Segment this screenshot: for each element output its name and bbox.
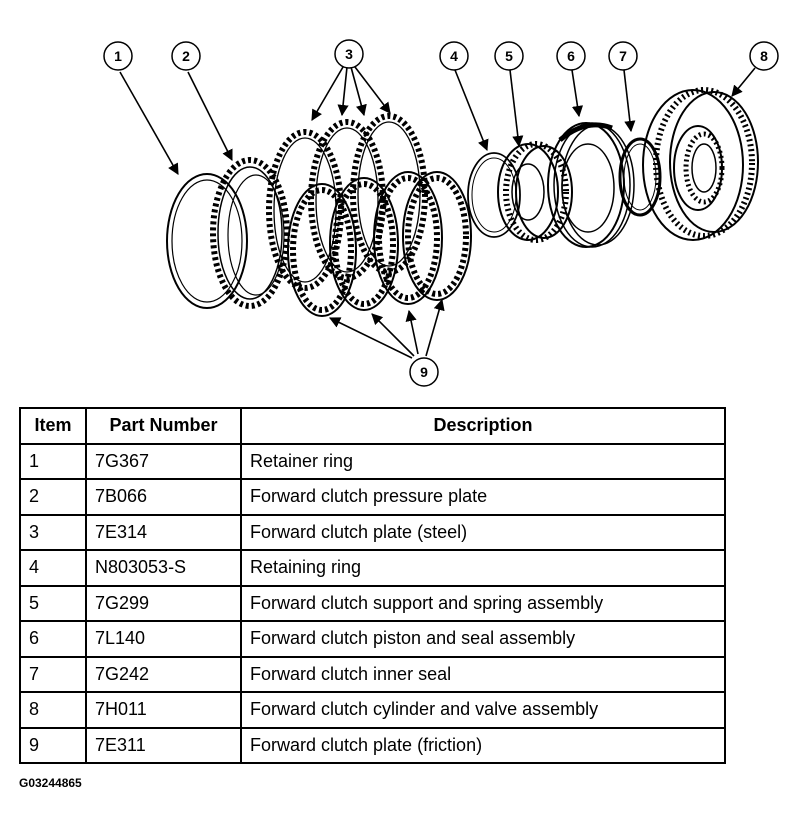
callout-6: 6 — [556, 41, 586, 71]
callout-2: 2 — [171, 41, 201, 71]
table-row: 2 7B066 Forward clutch pressure plate — [19, 478, 726, 516]
cell-description: Retainer ring — [240, 442, 726, 480]
table-row: 6 7L140 Forward clutch piston and seal a… — [19, 620, 726, 658]
cell-part-number: N803053-S — [85, 549, 242, 587]
cell-part-number: 7H011 — [85, 691, 242, 729]
header-part-number: Part Number — [85, 407, 242, 445]
cell-part-number: 7L140 — [85, 620, 242, 658]
callout-5: 5 — [494, 41, 524, 71]
callout-4: 4 — [439, 41, 469, 71]
cell-description: Forward clutch plate (friction) — [240, 726, 726, 764]
table-row: 8 7H011 Forward clutch cylinder and valv… — [19, 691, 726, 729]
callout-3: 3 — [334, 39, 364, 69]
callout-9: 9 — [409, 357, 439, 387]
cell-item: 1 — [19, 442, 87, 480]
clutch-plate-stack-parts-3-9 — [266, 113, 472, 317]
cell-item: 7 — [19, 655, 87, 693]
piston-seal-assembly-part-6 — [547, 122, 635, 248]
cell-description: Retaining ring — [240, 549, 726, 587]
parts-table: Item Part Number Description 1 7G367 Ret… — [19, 407, 726, 764]
callout-7: 7 — [608, 41, 638, 71]
cell-part-number: 7G242 — [85, 655, 242, 693]
table-row: 1 7G367 Retainer ring — [19, 442, 726, 480]
callout-6-label: 6 — [567, 48, 575, 64]
table-row: 3 7E314 Forward clutch plate (steel) — [19, 513, 726, 551]
table-row: 5 7G299 Forward clutch support and sprin… — [19, 584, 726, 622]
cell-part-number: 7G299 — [85, 584, 242, 622]
cell-item: 5 — [19, 584, 87, 622]
table-row: 7 7G242 Forward clutch inner seal — [19, 655, 726, 693]
callout-4-label: 4 — [450, 48, 458, 64]
leader-lines — [119, 66, 756, 359]
callout-3-label: 3 — [345, 46, 353, 62]
callout-1: 1 — [103, 41, 133, 71]
cell-item: 6 — [19, 620, 87, 658]
table-row: 9 7E311 Forward clutch plate (friction) — [19, 726, 726, 764]
callout-9-label: 9 — [420, 364, 428, 380]
cell-part-number: 7G367 — [85, 442, 242, 480]
retainer-ring-part-1 — [166, 173, 248, 309]
table-row: 4 N803053-S Retaining ring — [19, 549, 726, 587]
header-description: Description — [240, 407, 726, 445]
cell-item: 8 — [19, 691, 87, 729]
header-item: Item — [19, 407, 87, 445]
inner-seal-part-7 — [618, 137, 662, 217]
cell-description: Forward clutch inner seal — [240, 655, 726, 693]
cell-item: 9 — [19, 726, 87, 764]
cylinder-valve-assembly-part-8 — [642, 87, 759, 241]
pressure-plate-part-2 — [210, 157, 290, 309]
cell-description: Forward clutch piston and seal assembly — [240, 620, 726, 658]
callout-8: 8 — [749, 41, 779, 71]
callout-7-label: 7 — [619, 48, 627, 64]
cell-description: Forward clutch support and spring assemb… — [240, 584, 726, 622]
figure-code: G03244865 — [19, 776, 82, 790]
cell-part-number: 7E314 — [85, 513, 242, 551]
table-header-row: Item Part Number Description — [19, 407, 726, 445]
callout-2-label: 2 — [182, 48, 190, 64]
support-spring-assembly-part-5 — [497, 141, 573, 243]
cell-description: Forward clutch plate (steel) — [240, 513, 726, 551]
cell-description: Forward clutch cylinder and valve assemb… — [240, 691, 726, 729]
exploded-view-diagram: 1 2 3 4 5 6 7 8 9 — [103, 39, 779, 387]
cell-item: 2 — [19, 478, 87, 516]
cell-part-number: 7E311 — [85, 726, 242, 764]
callout-5-label: 5 — [505, 48, 513, 64]
cell-description: Forward clutch pressure plate — [240, 478, 726, 516]
callout-1-label: 1 — [114, 48, 122, 64]
cell-item: 3 — [19, 513, 87, 551]
cell-item: 4 — [19, 549, 87, 587]
callout-8-label: 8 — [760, 48, 768, 64]
cell-part-number: 7B066 — [85, 478, 242, 516]
